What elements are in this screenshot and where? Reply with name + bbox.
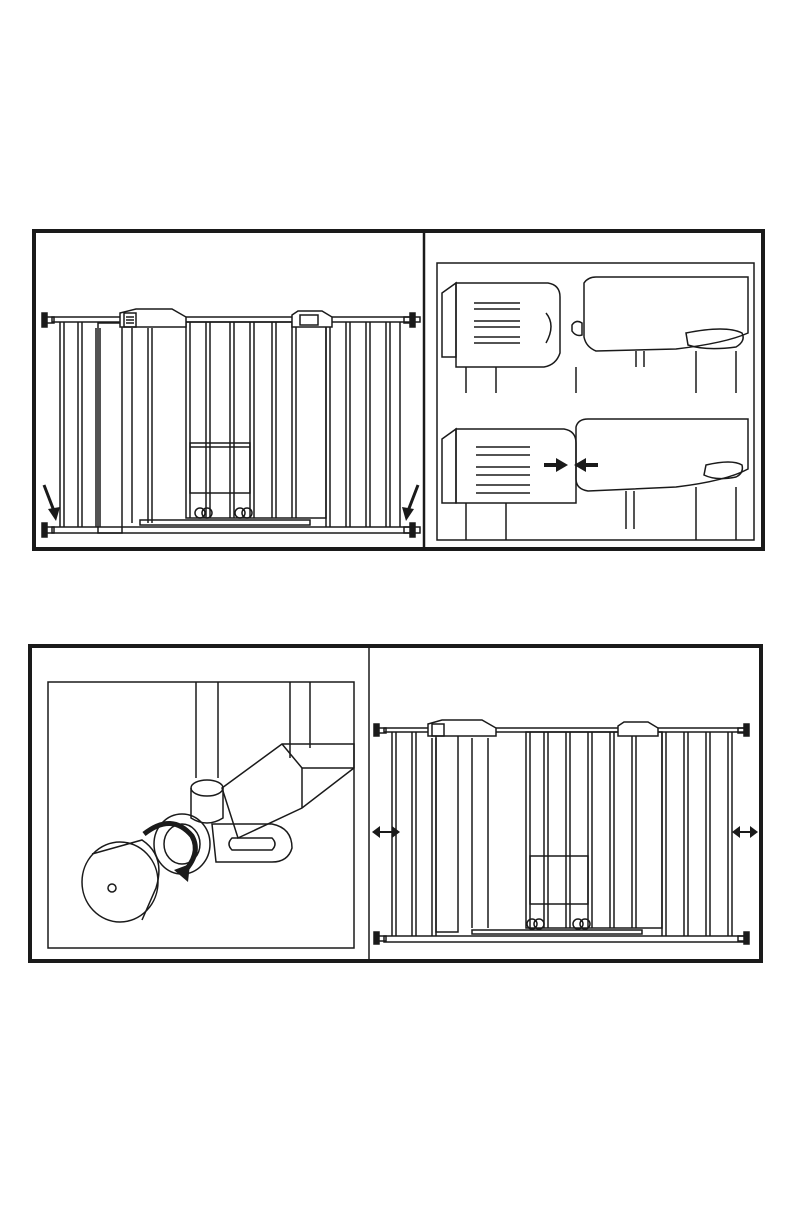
gate-illustration: [42, 309, 420, 537]
figure-top-drawing: [36, 233, 761, 547]
spindle-closeup: [48, 682, 354, 948]
instruction-figure-top: [32, 229, 765, 551]
squeeze-arrows-icon: [544, 458, 598, 472]
right-double-arrow-icon: [732, 826, 758, 838]
latch-closeup: [437, 263, 754, 540]
down-right-arrow-icon: [402, 485, 418, 521]
gate-illustration-expand: [374, 720, 749, 944]
rotate-arrow-icon: [144, 823, 195, 882]
instruction-figure-bottom: [28, 644, 763, 963]
down-left-arrow-icon: [44, 485, 60, 521]
figure-bottom-drawing: [32, 648, 759, 959]
